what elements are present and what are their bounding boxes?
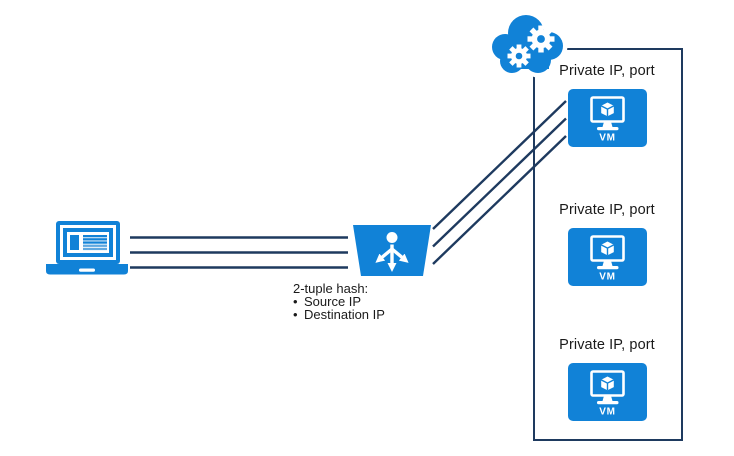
vm-badge-text: VM [599, 133, 616, 144]
laptop-screen-text-lines [83, 235, 107, 251]
flow-line-lb-vm [432, 117, 567, 248]
vm-badge-text: VM [599, 407, 616, 418]
gear-icon [507, 44, 531, 68]
cloud-with-gears-icon [487, 10, 568, 78]
laptop-icon [46, 221, 128, 275]
hash-note-title: 2-tuple hash: [293, 281, 369, 296]
vm-icon: VM [568, 89, 647, 147]
hash-note: 2-tuple hash: •Source IP •Destination IP [293, 281, 443, 322]
load-balancer-arrows [375, 232, 409, 272]
vm-endpoint-label: Private IP, port [559, 202, 655, 218]
hash-note-item: •Source IP [293, 293, 362, 309]
vm-monitor [590, 96, 625, 123]
hash-note-item: •Destination IP [293, 306, 385, 322]
flow-line-lb-vm [432, 100, 567, 230]
flow-line-lb-vm [432, 135, 567, 265]
vm-icon: VM [568, 228, 647, 286]
vm-monitor [590, 370, 625, 397]
vm-badge-text: VM [599, 272, 616, 283]
bullet-glyph: • [293, 306, 298, 322]
vm-endpoint-label: Private IP, port [559, 63, 655, 79]
vm-icon: VM [568, 363, 647, 421]
client-to-lb-lines [130, 236, 348, 269]
vm-monitor [590, 235, 625, 262]
load-balancer-icon [353, 225, 431, 276]
vm-endpoint-label: Private IP, port [559, 337, 655, 353]
lb-to-vm-lines [432, 100, 567, 265]
backend-pool-box [533, 48, 683, 441]
gear-icon [527, 25, 555, 53]
bullet-glyph: • [293, 293, 298, 309]
